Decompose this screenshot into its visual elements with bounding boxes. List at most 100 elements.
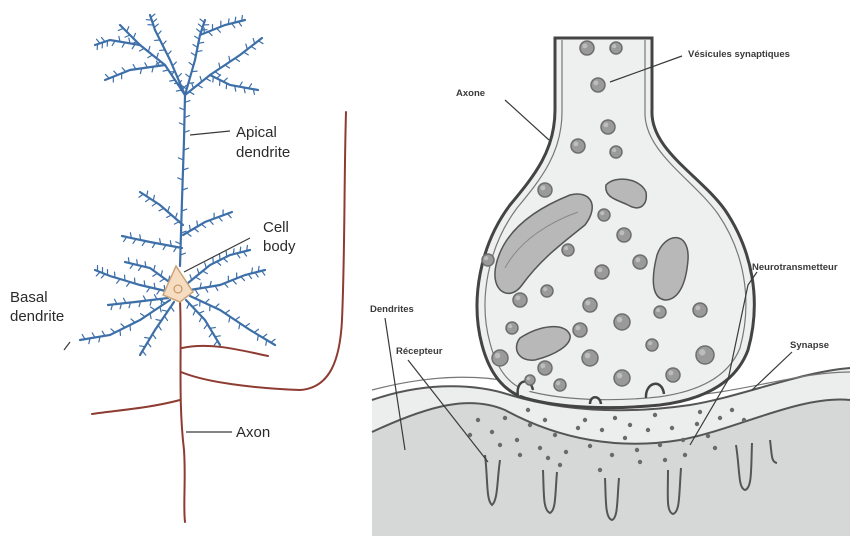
vesicle	[506, 322, 518, 334]
dendrite-spine	[128, 258, 129, 263]
dendrite-spine	[244, 52, 249, 55]
dendrite-spine	[168, 207, 170, 212]
dendrite-spine	[225, 65, 229, 68]
neurotransmitter-dot	[476, 418, 480, 422]
vesicle-highlight	[508, 324, 512, 328]
neurotransmitter-dot	[518, 453, 522, 457]
vesicle-highlight	[585, 353, 591, 359]
vesicle	[614, 370, 630, 386]
vesicle	[482, 254, 494, 266]
dendrite-spine	[162, 310, 167, 311]
dendrite-spine	[205, 299, 209, 303]
dendrite-spine	[97, 39, 100, 43]
dendrite-spine	[153, 19, 157, 22]
dendrite-spine	[210, 220, 214, 224]
dendrite-spine	[246, 44, 247, 49]
vesicle	[582, 350, 598, 366]
vesicle	[538, 183, 552, 197]
dendrite-spine	[176, 90, 181, 91]
cell-label-1: Cell	[263, 219, 289, 236]
neurotransmitter-dot	[635, 448, 639, 452]
dendrite-spine	[195, 295, 199, 299]
dendrite-spine	[151, 307, 155, 310]
dendrite-spine	[189, 92, 194, 95]
neurotransmitter-dot	[646, 428, 650, 432]
vesicle	[646, 339, 658, 351]
dendrite-spine	[163, 70, 168, 71]
neurotransmitter-dot	[638, 460, 642, 464]
neurotransmitter-dot	[670, 426, 674, 430]
neurotransmitter-dot	[490, 430, 494, 434]
dendrite-spine	[247, 245, 248, 250]
neurotransmitter-dot	[515, 438, 519, 442]
neurotransmitter-dot	[653, 413, 657, 417]
vesicle-highlight	[564, 246, 568, 250]
dendrite-spine	[228, 19, 229, 24]
neurotransmitter-dot	[546, 456, 550, 460]
cell-body-leader	[184, 238, 250, 272]
neurotransmitter-dot	[695, 422, 699, 426]
dendrite-spine	[252, 268, 253, 273]
dendrite-spine	[200, 317, 202, 322]
neurotransmitter-dot	[706, 434, 710, 438]
neuron-illustration: Apical dendrite Cell body Basal dendrite…	[10, 14, 346, 522]
dendrite-spine	[145, 262, 146, 267]
vesicle-highlight	[695, 305, 700, 310]
dendrite-spine	[258, 41, 263, 44]
dendrite-spine	[148, 55, 153, 58]
dendrite-spine	[217, 262, 221, 266]
dendrite-spine	[198, 85, 203, 88]
vesicle-highlight	[484, 256, 488, 260]
dendrite-spine	[208, 32, 212, 36]
dendrite-spine	[139, 48, 144, 51]
dendrite-spine	[114, 71, 118, 75]
dendrite-spine	[121, 324, 125, 328]
dendrite-spine	[210, 327, 215, 328]
neurotransmitter-dot	[564, 450, 568, 454]
dendrite-spine	[224, 283, 228, 287]
dendrite-spine	[219, 217, 223, 221]
vesicle	[610, 146, 622, 158]
neurotransmitter-dot	[683, 453, 687, 457]
vesicle	[595, 265, 609, 279]
dendrite-spine	[206, 78, 211, 81]
dendrite-spine	[154, 283, 155, 288]
dendrite-spine	[157, 53, 159, 58]
dendrite-spine	[195, 277, 200, 280]
dendrite-spine	[254, 329, 258, 332]
neurotransmitter-dot	[718, 416, 722, 420]
neurotransmitter-dot	[528, 423, 532, 427]
dendrite-spine	[111, 329, 115, 333]
vesicle-highlight	[597, 267, 602, 272]
neurotransmitter-label: Neurotransmetteur	[752, 262, 838, 273]
neurotransmitter-dot	[610, 453, 614, 457]
vesicle-highlight	[699, 349, 705, 355]
basal-label-1: Basal	[10, 289, 48, 306]
dendrite-spine	[148, 343, 151, 347]
neurotransmitter-dot	[503, 416, 507, 420]
vesicle-highlight	[603, 122, 608, 127]
vesicle-highlight	[656, 308, 660, 312]
vesicle	[633, 255, 647, 269]
dendrite-spine	[178, 74, 182, 78]
apical-leader	[190, 131, 230, 135]
neurotransmitter-dot	[658, 443, 662, 447]
dendrite-spine	[205, 263, 207, 268]
neurotransmitter-dot	[576, 426, 580, 430]
dendrite-spine	[192, 83, 194, 88]
dendrite-spine	[173, 62, 177, 66]
neurotransmitter-dot	[742, 418, 746, 422]
vesicle	[591, 78, 605, 92]
vesicle	[554, 379, 566, 391]
vesicle	[573, 323, 587, 337]
vesicle-highlight	[668, 370, 673, 375]
dendrite-spine	[133, 33, 135, 38]
dendrite-spine	[153, 195, 154, 200]
neurotransmitter-dot	[553, 433, 557, 437]
neurotransmitter-dot	[628, 423, 632, 427]
dendrite-spine	[200, 77, 202, 82]
vesicle-highlight	[495, 353, 501, 359]
neurotransmitter-dot	[543, 418, 547, 422]
dendrite-spine	[223, 258, 227, 262]
vesicle-highlight	[585, 300, 590, 305]
